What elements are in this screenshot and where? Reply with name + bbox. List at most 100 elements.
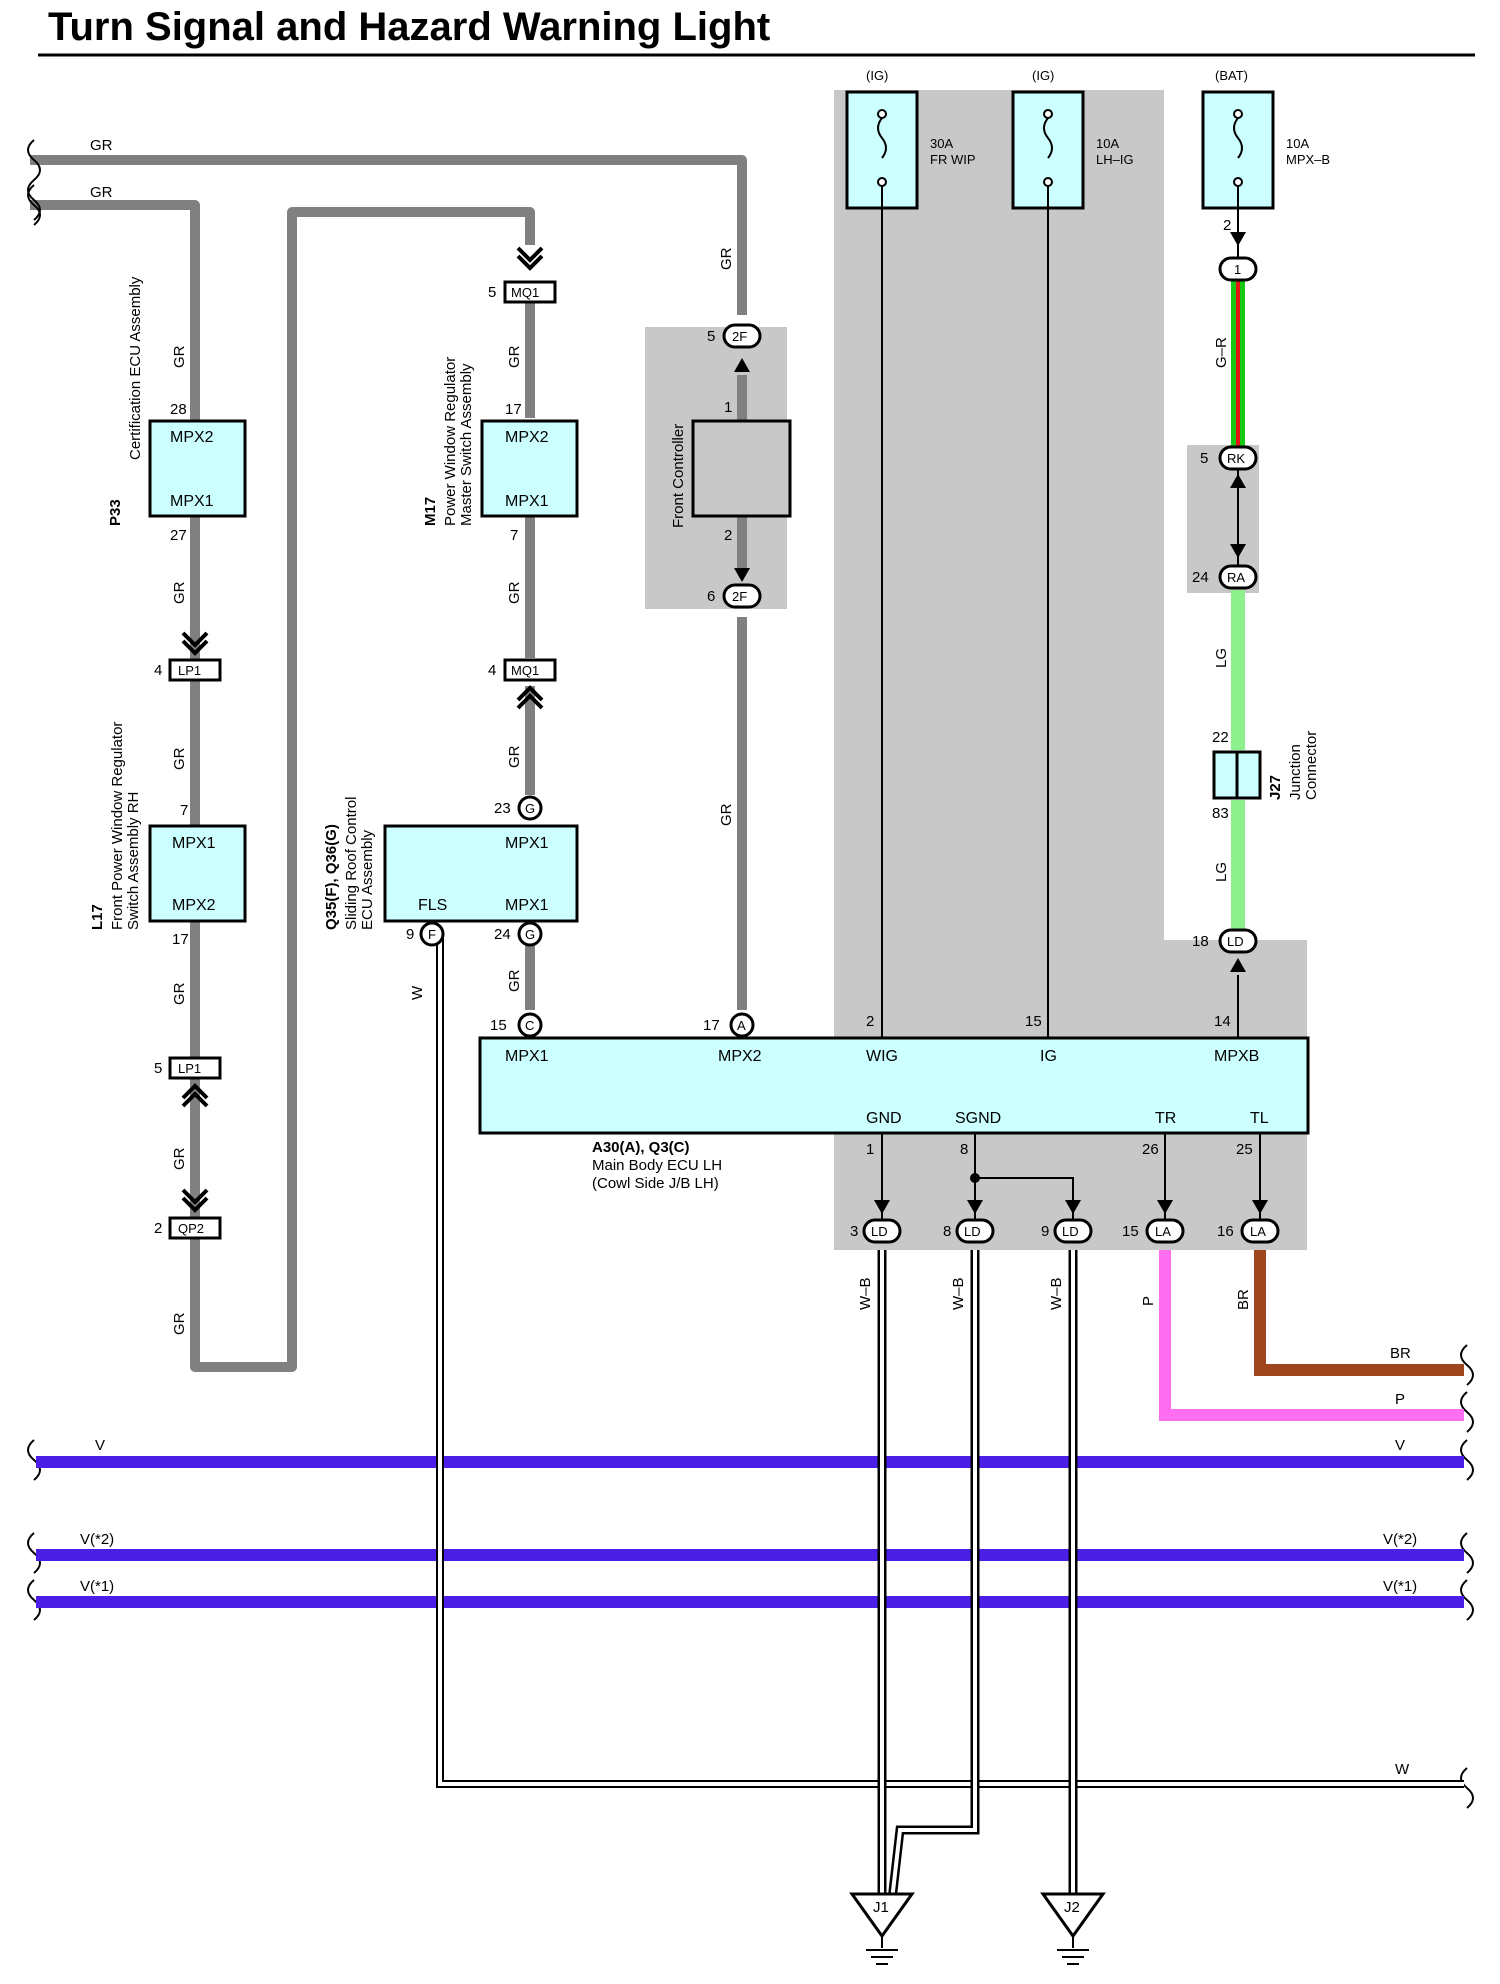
connector-rk-5-id: RK — [1227, 451, 1245, 466]
connector-a-17: A — [729, 1012, 755, 1038]
connector-mq1-4-pin: 4 — [488, 662, 496, 679]
connector-c-15: C — [517, 1012, 543, 1038]
connector-la-16-pin: 16 — [1217, 1223, 1234, 1240]
l17-box — [148, 824, 247, 923]
m17-box — [480, 419, 579, 518]
connector-ra-24: RA 24 — [1192, 544, 1258, 590]
connector-la-15-id: LA — [1155, 1224, 1171, 1239]
connector-ld-8-id: LD — [964, 1224, 981, 1239]
rect-connectors: MQ1 5 LP1 4 MQ1 4 LP1 5 QP2 2 — [154, 246, 557, 1240]
connector-1-2: 1 2 — [1218, 217, 1258, 282]
wire-label-br: BR — [1235, 1289, 1252, 1310]
connector-ld-9-id: LD — [1062, 1224, 1079, 1239]
ground-j1: J1 — [849, 1892, 915, 1965]
w-wire: W W — [409, 930, 1464, 1788]
wire-label-gr: GR — [718, 803, 735, 826]
connector-rk-5-pin: 5 — [1200, 450, 1208, 467]
wire-label-g-r: G–R — [1213, 337, 1230, 368]
connector-lp1-4-id: LP1 — [178, 663, 201, 678]
wire-label-gr: GR — [171, 581, 188, 604]
connector-la-16: LA 16 — [1217, 1200, 1280, 1244]
connector-ld-3-id: LD — [871, 1224, 888, 1239]
wire-label-br-right: BR — [1390, 1345, 1411, 1362]
connector-g-23: G 23 — [494, 795, 543, 821]
main-ecu-name-2: (Cowl Side J/B LH) — [592, 1175, 719, 1192]
component-m17: MPX2 MPX1 17 7 M17 Power Window Regulato… — [422, 357, 579, 544]
connector-lp1-5-id: LP1 — [178, 1061, 201, 1076]
connector-ld-18-pin: 18 — [1192, 933, 1209, 950]
p-wire — [1159, 1250, 1464, 1421]
l17-name-2: Switch Assembly RH — [125, 792, 142, 930]
wire-label-gr: GR — [171, 345, 188, 368]
p33-name: Certification ECU Assembly — [127, 276, 144, 460]
wire-label-v1-right: V(*1) — [1383, 1578, 1417, 1595]
gr-wire-loop — [30, 200, 535, 1372]
j27-pin-top: 22 — [1212, 729, 1229, 746]
fuse-lh-ig-symbol — [1043, 117, 1053, 159]
wire-label-w-b: W–B — [1048, 1277, 1065, 1310]
connector-qp2-2: QP2 2 — [154, 1188, 222, 1240]
gr-wire-top — [30, 155, 747, 315]
connector-ld-3-pin: 3 — [850, 1223, 858, 1240]
wire-label-gr: GR — [90, 137, 113, 154]
connector-mq1-5: MQ1 5 — [488, 246, 557, 304]
page-title: Turn Signal and Hazard Warning Light — [48, 5, 770, 49]
m17-code: M17 — [422, 497, 439, 526]
ground-j2: J2 — [1040, 1892, 1106, 1965]
component-front-controller: 1 2 Front Controller — [670, 399, 792, 544]
connector-2f-6: 2F 6 — [707, 568, 762, 609]
main-ecu-pin-tl: 25 — [1236, 1141, 1253, 1158]
m17-top-label: MPX2 — [505, 429, 549, 446]
connector-lp1-4: LP1 4 — [154, 631, 222, 682]
wire-label-v-right: V — [1395, 1437, 1405, 1454]
l17-pin-bottom: 17 — [172, 931, 189, 948]
connector-lp1-5-pin: 5 — [154, 1060, 162, 1077]
main-ecu-pin-mpx1: 15 — [490, 1017, 507, 1034]
q35-box — [383, 824, 579, 923]
connector-ld-8-pin: 8 — [943, 1223, 951, 1240]
connector-ld-9: LD 9 — [1041, 1200, 1093, 1244]
connector-ra-24-id: RA — [1227, 570, 1245, 585]
wire-label-v2-left: V(*2) — [80, 1531, 114, 1548]
component-q35: MPX1 FLS MPX1 Q35(F), Q36(G) Sliding Roo… — [323, 797, 579, 930]
main-ecu-pin-mpx2: 17 — [703, 1017, 720, 1034]
wire-label-gr: GR — [171, 1147, 188, 1170]
fuse-mpx-b: (BAT) 10A MPX–B — [1201, 68, 1330, 210]
wire-label-gr: GR — [506, 969, 523, 992]
g-r-wire: G–R — [1213, 280, 1245, 450]
connector-la-15-pin: 15 — [1122, 1223, 1139, 1240]
main-ecu-pin-ig: 15 — [1025, 1013, 1042, 1030]
wire-label-gr: GR — [171, 747, 188, 770]
connector-lp1-4-pin: 4 — [154, 662, 162, 679]
wire-label-w: W — [409, 985, 426, 1000]
p33-code: P33 — [107, 499, 124, 526]
wire-label-v2-right: V(*2) — [1383, 1531, 1417, 1548]
m17-bottom-label: MPX1 — [505, 493, 549, 510]
q35-right-label: MPX1 — [505, 897, 549, 914]
connector-1-2-pin: 2 — [1223, 217, 1231, 234]
l17-bottom-label: MPX2 — [172, 897, 216, 914]
main-ecu-terminal-mpxb: MPXB — [1214, 1048, 1259, 1065]
wire-label-gr: GR — [506, 581, 523, 604]
j27-name-2: Connector — [1303, 731, 1320, 800]
connector-ld-18: LD 18 — [1192, 928, 1258, 972]
m17-name-1: Power Window Regulator — [442, 357, 459, 526]
main-ecu-terminal-tl: TL — [1250, 1110, 1269, 1127]
fuse-mpx-b-supply: (BAT) — [1215, 68, 1248, 83]
component-main-body-ecu: MPX1 MPX2 WIG IG MPXB GND SGND TR TL 15 … — [478, 1013, 1310, 1192]
q35-top-label: MPX1 — [505, 835, 549, 852]
connector-mq1-5-pin: 5 — [488, 284, 496, 301]
ground-j2-label: J2 — [1064, 1899, 1080, 1916]
connector-g-23-id: G — [525, 801, 535, 816]
wire-label-gr: GR — [171, 1312, 188, 1335]
fuse-lh-ig-supply: (IG) — [1032, 68, 1054, 83]
front-controller-name: Front Controller — [670, 424, 687, 528]
l17-name-1: Front Power Window Regulator — [109, 722, 126, 930]
connector-mq1-5-id: MQ1 — [511, 285, 539, 300]
connector-la-16-id: LA — [1250, 1224, 1266, 1239]
connector-ld-18-id: LD — [1227, 934, 1244, 949]
violet-wires — [36, 1456, 1464, 1608]
connector-2f-6-pin: 6 — [707, 588, 715, 605]
connector-g-24: G 24 — [494, 921, 543, 947]
main-ecu-pin-wig: 2 — [866, 1013, 874, 1030]
